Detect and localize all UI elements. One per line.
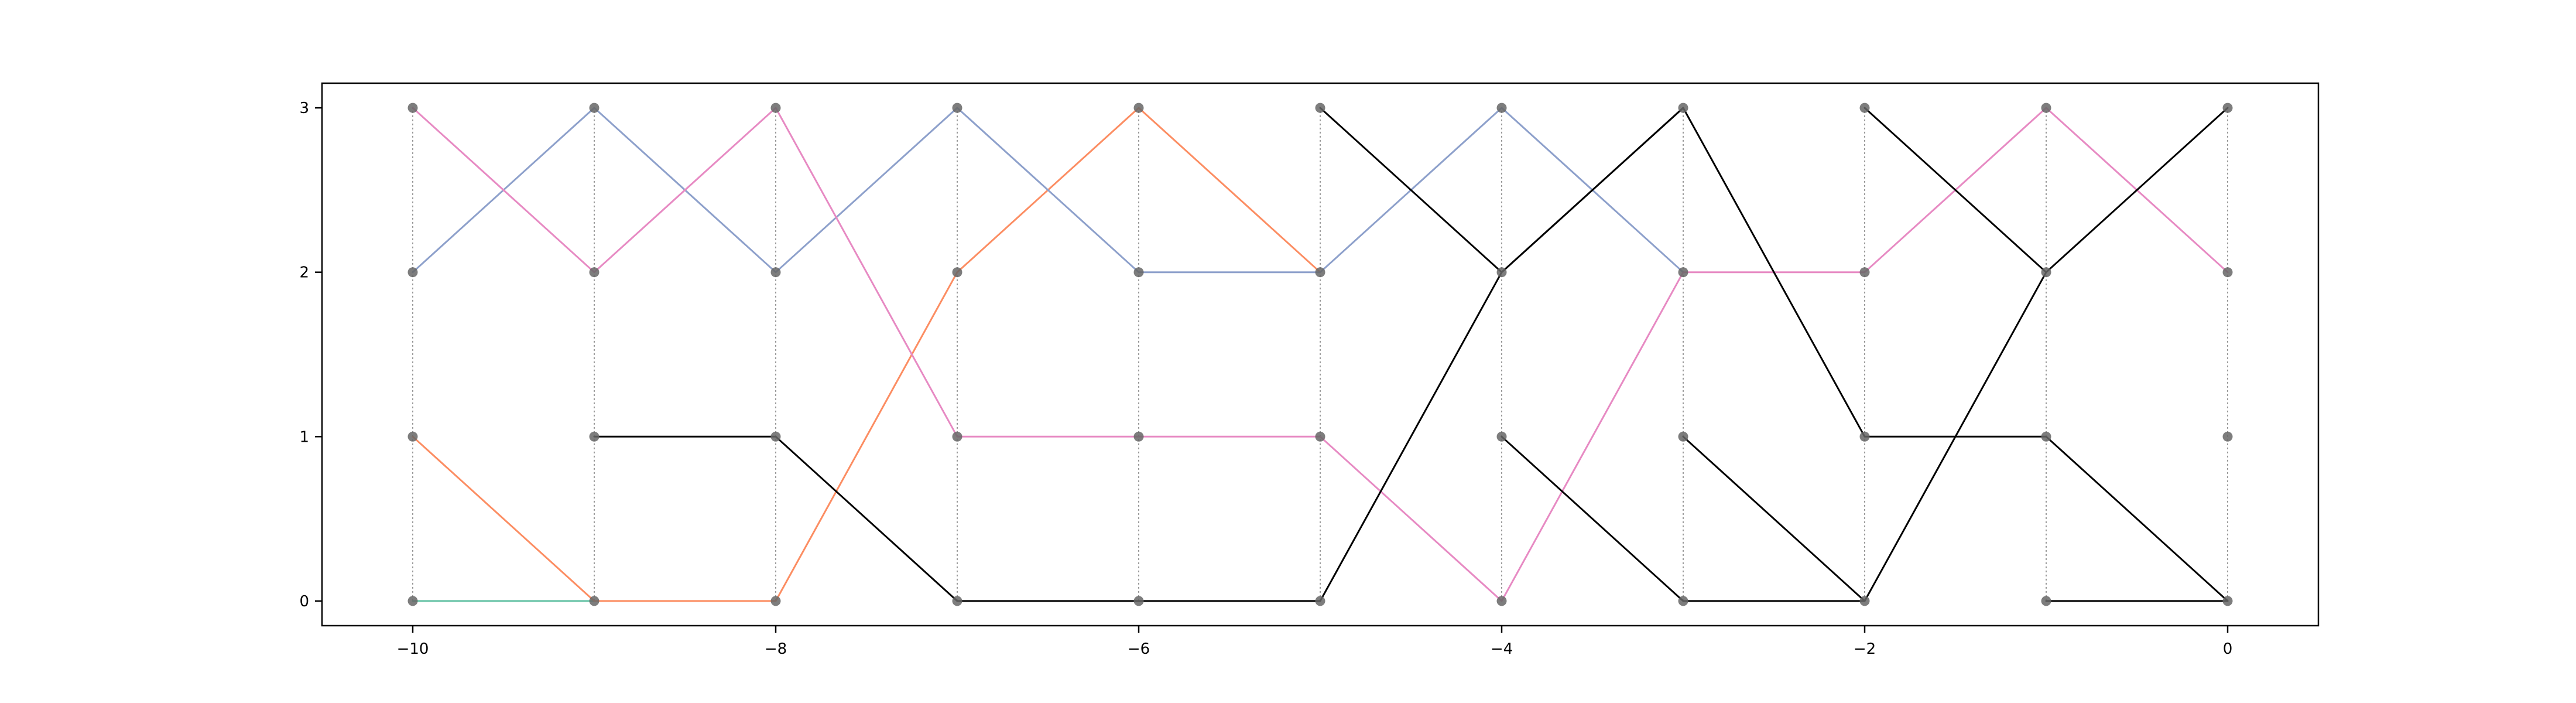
node-marker bbox=[407, 103, 418, 113]
node-marker bbox=[770, 596, 781, 606]
node-marker bbox=[589, 267, 600, 278]
series-line bbox=[1864, 107, 2047, 274]
node-marker bbox=[770, 431, 781, 442]
x-tick-label: −6 bbox=[1128, 640, 1150, 658]
x-axis: −10 −8 −6 −4 −2 0 bbox=[397, 626, 2233, 658]
node-marker bbox=[1315, 431, 1325, 442]
node-marker bbox=[1496, 596, 1507, 606]
guide-lines bbox=[412, 108, 2228, 601]
node-marker bbox=[1315, 103, 1325, 113]
node-marker bbox=[407, 596, 418, 606]
y-tick-label: 0 bbox=[299, 593, 309, 610]
node-marker bbox=[1133, 103, 1144, 113]
node-marker bbox=[2041, 103, 2051, 113]
node-marker bbox=[1496, 103, 1507, 113]
node-marker bbox=[1496, 267, 1507, 278]
node-marker bbox=[1859, 103, 1870, 113]
series-line bbox=[412, 107, 1684, 274]
node-marker bbox=[2041, 596, 2051, 606]
node-marker bbox=[770, 267, 781, 278]
node-marker bbox=[1133, 267, 1144, 278]
series-line bbox=[412, 107, 1321, 602]
node-marker bbox=[407, 267, 418, 278]
node-marker bbox=[1315, 267, 1325, 278]
node-marker bbox=[952, 103, 962, 113]
node-markers bbox=[407, 103, 2233, 606]
x-tick-label: −10 bbox=[397, 640, 429, 658]
node-marker bbox=[952, 431, 962, 442]
node-marker bbox=[1133, 596, 1144, 606]
series-line bbox=[1682, 107, 2229, 602]
node-marker bbox=[589, 431, 600, 442]
node-marker bbox=[770, 103, 781, 113]
x-tick-label: −8 bbox=[765, 640, 787, 658]
node-marker bbox=[1678, 431, 1688, 442]
node-marker bbox=[952, 596, 962, 606]
node-marker bbox=[2041, 431, 2051, 442]
node-marker bbox=[2041, 267, 2051, 278]
node-marker bbox=[1678, 596, 1688, 606]
y-tick-label: 2 bbox=[299, 264, 309, 282]
node-marker bbox=[1678, 103, 1688, 113]
node-marker bbox=[2222, 596, 2233, 606]
node-marker bbox=[2222, 431, 2233, 442]
y-axis: 0 1 2 3 bbox=[299, 100, 322, 610]
x-tick-label: −2 bbox=[1854, 640, 1876, 658]
node-marker bbox=[2222, 103, 2233, 113]
node-marker bbox=[589, 103, 600, 113]
y-tick-label: 3 bbox=[299, 100, 309, 117]
node-marker bbox=[1678, 267, 1688, 278]
node-marker bbox=[1133, 431, 1144, 442]
node-marker bbox=[407, 431, 418, 442]
node-marker bbox=[1859, 431, 1870, 442]
node-marker bbox=[952, 267, 962, 278]
x-tick-label: 0 bbox=[2223, 640, 2233, 658]
y-tick-label: 1 bbox=[299, 428, 309, 446]
node-marker bbox=[1859, 267, 1870, 278]
node-marker bbox=[1496, 431, 1507, 442]
node-marker bbox=[1859, 596, 1870, 606]
node-marker bbox=[2222, 267, 2233, 278]
node-marker bbox=[1315, 596, 1325, 606]
plot-frame bbox=[321, 82, 2320, 627]
x-tick-label: −4 bbox=[1491, 640, 1513, 658]
node-marker bbox=[589, 596, 600, 606]
